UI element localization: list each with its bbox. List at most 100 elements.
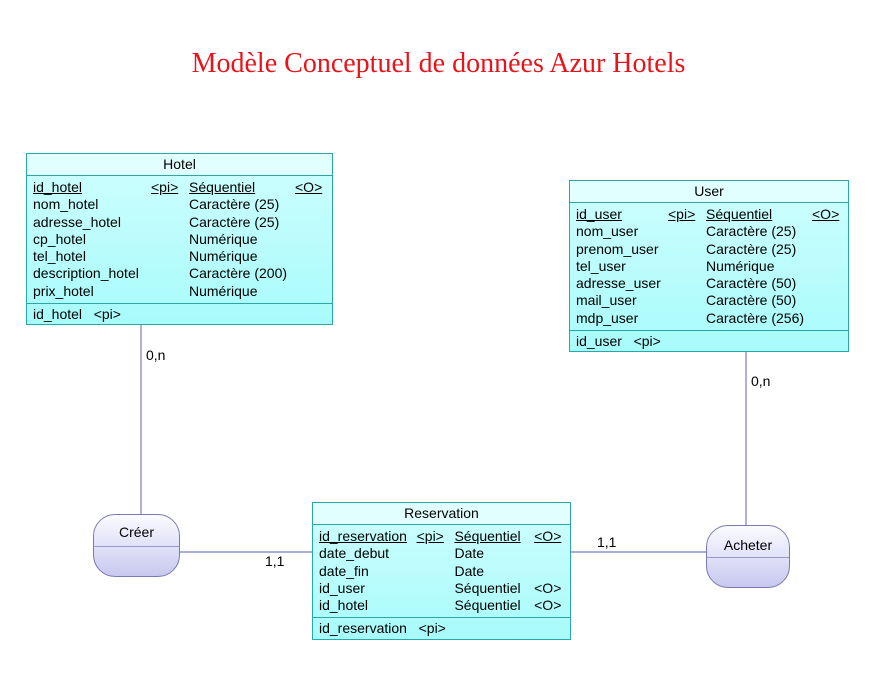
entity-hotel[interactable]: Hotel id_hotel<pi>Séquentiel<O>nom_hotel… bbox=[26, 153, 333, 325]
attribute-name: prix_hotel bbox=[33, 282, 94, 299]
attribute-type: Caractère (200) bbox=[189, 265, 288, 282]
attribute-name: adresse_user bbox=[576, 275, 661, 292]
attribute-key bbox=[668, 275, 706, 292]
attribute-name: id_user bbox=[319, 579, 365, 596]
cardinality-reservation-acheter: 1,1 bbox=[597, 534, 617, 550]
attribute-row: date_debut Date bbox=[319, 545, 564, 562]
attribute-name: nom_hotel bbox=[33, 196, 99, 213]
attribute-name: cp_hotel bbox=[33, 230, 86, 247]
attribute-name: id_hotel bbox=[319, 597, 369, 614]
attribute-type: Séquentiel bbox=[706, 206, 773, 222]
attribute-key bbox=[668, 241, 706, 258]
cardinality-user-acheter: 0,n bbox=[751, 373, 771, 389]
attribute-type: Caractère (25) bbox=[189, 213, 280, 230]
attribute-key: <pi> bbox=[668, 206, 696, 222]
attribute-key bbox=[151, 265, 189, 282]
attribute-opt bbox=[812, 275, 842, 292]
attribute-type: Caractère (25) bbox=[706, 240, 797, 257]
attribute-type: Caractère (25) bbox=[706, 223, 797, 240]
attribute-name: description_hotel bbox=[33, 265, 139, 282]
attribute-key bbox=[417, 580, 455, 597]
association-creer-label: Créer bbox=[118, 524, 154, 540]
attribute-key bbox=[668, 310, 706, 327]
attribute-key bbox=[151, 231, 189, 248]
attribute-key bbox=[668, 223, 706, 240]
entity-user-identifier: id_user <pi> bbox=[576, 333, 661, 350]
attribute-opt bbox=[812, 241, 842, 258]
attribute-name: nom_user bbox=[576, 223, 639, 240]
attribute-type: Séquentiel bbox=[454, 528, 521, 544]
attribute-opt bbox=[295, 196, 325, 213]
attribute-row: prix_hotel Numérique bbox=[33, 283, 326, 300]
attribute-name: mail_user bbox=[576, 292, 637, 309]
attribute-key bbox=[151, 248, 189, 265]
association-creer[interactable]: Créer bbox=[93, 514, 180, 577]
attribute-name: tel_user bbox=[576, 257, 626, 274]
attribute-type: Caractère (256) bbox=[706, 309, 805, 326]
attribute-row: nom_hotel Caractère (25) bbox=[33, 196, 326, 213]
attribute-opt bbox=[812, 310, 842, 327]
entity-reservation[interactable]: Reservation id_reservation<pi>Séquentiel… bbox=[312, 502, 571, 640]
attribute-opt: <O> bbox=[534, 579, 562, 596]
attribute-type: Date bbox=[454, 562, 485, 579]
attribute-name: adresse_hotel bbox=[33, 213, 121, 230]
attribute-row: prenom_user Caractère (25) bbox=[576, 241, 842, 258]
attribute-type: Séquentiel bbox=[454, 597, 521, 614]
entity-reservation-name: Reservation bbox=[313, 503, 570, 525]
entity-hotel-name: Hotel bbox=[27, 154, 332, 176]
attribute-opt bbox=[534, 545, 564, 562]
entity-user-name: User bbox=[570, 181, 848, 203]
attribute-opt bbox=[812, 223, 842, 240]
attribute-row: id_reservation<pi>Séquentiel<O> bbox=[319, 528, 564, 545]
attribute-name: date_debut bbox=[319, 545, 390, 562]
attribute-type: Séquentiel bbox=[189, 179, 256, 195]
association-creer-divider bbox=[94, 546, 179, 547]
association-acheter-label: Acheter bbox=[723, 537, 773, 553]
attribute-row: date_fin Date bbox=[319, 563, 564, 580]
attribute-opt: <O> bbox=[534, 528, 562, 544]
association-acheter-divider bbox=[707, 557, 789, 558]
attribute-type: Numérique bbox=[706, 257, 775, 274]
attribute-name: prenom_user bbox=[576, 240, 659, 257]
attribute-opt bbox=[534, 563, 564, 580]
attribute-name: id_user bbox=[576, 206, 622, 222]
attribute-opt: <O> bbox=[534, 597, 562, 614]
attribute-name: mdp_user bbox=[576, 309, 639, 326]
attribute-type: Numérique bbox=[189, 248, 258, 265]
attribute-key bbox=[417, 545, 455, 562]
attribute-row: tel_user Numérique bbox=[576, 258, 842, 275]
attribute-row: id_hotel<pi>Séquentiel<O> bbox=[33, 179, 326, 196]
cardinality-creer-reservation: 1,1 bbox=[265, 553, 285, 569]
attribute-opt: <O> bbox=[295, 179, 323, 195]
attribute-opt bbox=[812, 258, 842, 275]
attribute-key bbox=[151, 283, 189, 300]
attribute-row: description_hotel Caractère (200) bbox=[33, 265, 326, 282]
attribute-type: Caractère (50) bbox=[706, 275, 797, 292]
attribute-opt bbox=[295, 283, 325, 300]
attribute-name: id_reservation bbox=[319, 528, 407, 544]
attribute-key bbox=[417, 563, 455, 580]
attribute-opt bbox=[295, 231, 325, 248]
attribute-type: Caractère (25) bbox=[189, 196, 280, 213]
attribute-row: nom_user Caractère (25) bbox=[576, 223, 842, 240]
attribute-type: Séquentiel bbox=[454, 579, 521, 596]
attribute-opt bbox=[295, 265, 325, 282]
attribute-type: Numérique bbox=[189, 282, 258, 299]
association-acheter[interactable]: Acheter bbox=[706, 525, 790, 588]
attribute-row: adresse_hotel Caractère (25) bbox=[33, 214, 326, 231]
attribute-type: Date bbox=[454, 545, 485, 562]
attribute-row: id_user <pi> Séquentiel <O> bbox=[576, 206, 842, 223]
attribute-opt bbox=[295, 248, 325, 265]
attribute-row: id_hotel Séquentiel <O> bbox=[319, 597, 564, 614]
attribute-opt: <O> bbox=[812, 206, 840, 222]
entity-hotel-identifier: id_hotel <pi> bbox=[33, 306, 121, 323]
attribute-name: date_fin bbox=[319, 562, 369, 579]
diagram-title: Modèle Conceptuel de données Azur Hotels bbox=[191, 48, 686, 79]
